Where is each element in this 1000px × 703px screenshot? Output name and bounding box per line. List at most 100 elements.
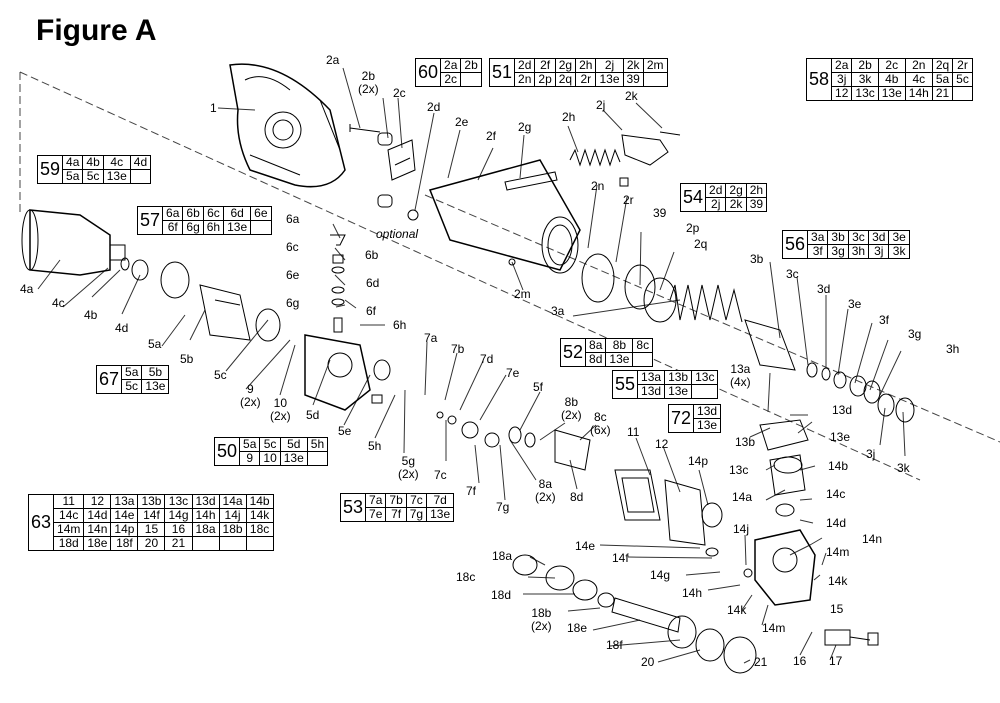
callout-number: 9 (246, 382, 254, 396)
callout-21: 21 (754, 656, 767, 669)
callout-6c: 6c (286, 241, 299, 254)
part-3-small-parts (806, 362, 915, 423)
kit-part-cell: 2g (554, 58, 577, 73)
kit-part-cell: 2r (952, 58, 973, 73)
kit-part-cell: 13e (141, 379, 170, 394)
kit-part-cell: 3j (831, 72, 853, 87)
kit-part-cell: 3e (888, 230, 910, 245)
kit-part-cell: 6e (250, 206, 272, 221)
kit-part-cell: 2c (877, 58, 906, 73)
part-2c-bracket (387, 139, 416, 181)
callout-number: 3d (817, 282, 831, 296)
part-2q-ring (643, 277, 677, 323)
kit-part-cell: 2a (831, 58, 853, 73)
callout-14p: 14p (688, 455, 708, 468)
callout-number: 3h (946, 342, 960, 356)
callout-4c: 4c (52, 297, 65, 310)
kit-part-cell: 18b (218, 522, 247, 537)
callout-4a: 4a (20, 283, 33, 296)
kit-part-cell: 6a (162, 206, 184, 221)
kit-part-cell: 18e (83, 536, 112, 551)
kit-part-cell: 3b (827, 230, 849, 245)
callout-16: 16 (793, 655, 806, 668)
kit-part-cell: 13c (691, 370, 719, 385)
kit-part-cell: 2q (554, 72, 577, 87)
kit-part-cell: 2d (514, 58, 536, 73)
kit-part-cell: 2k (622, 58, 644, 73)
callout-2b: 2b(2x) (358, 70, 379, 96)
kit-part-cell: 2d (705, 183, 727, 198)
callout-14e: 14e (575, 540, 595, 553)
callout-number: 2r (623, 193, 634, 207)
callout-number: 6c (286, 240, 299, 254)
callout-18b: 18b(2x) (531, 607, 552, 633)
callout-6h: 6h (393, 319, 406, 332)
kit-part-cell: 13b (664, 370, 693, 385)
callout-number: 2a (326, 53, 340, 67)
callout-number: 7f (466, 484, 477, 498)
callout-13c: 13c (729, 464, 748, 477)
callout-quantity: (2x) (270, 409, 291, 423)
kit-part-cell: 21 (164, 536, 193, 551)
callout-13b: 13b (735, 436, 755, 449)
kit-part-cell: 13e (426, 507, 455, 522)
callout-8a: 8a(2x) (535, 478, 556, 504)
callout-13d: 13d (832, 404, 852, 417)
callout-5f: 5f (533, 381, 543, 394)
kit-number: 55 (611, 370, 639, 399)
kit-part-cell: 5d (279, 437, 308, 452)
callout-2p: 2p (686, 222, 699, 235)
callout-number: 13e (830, 430, 851, 444)
kit-part-cell: 13e (223, 220, 252, 235)
callout-5e: 5e (338, 425, 351, 438)
callout-number: 18f (606, 638, 623, 652)
kit-part-cell: 16 (164, 522, 193, 537)
kit-part-cell: 10 (259, 451, 281, 466)
kit-part-cell: 18a (191, 522, 220, 537)
callout-number: 6b (365, 248, 379, 262)
callout-17: 17 (829, 655, 842, 668)
kit-number: 60 (414, 58, 442, 87)
kit-part-cell: 13a (637, 370, 666, 385)
kit-part-cell: 2j (595, 58, 624, 73)
callout-2j: 2j (596, 99, 605, 112)
kit-part-cell: 4a (62, 155, 84, 170)
callout-number: 4b (84, 308, 98, 322)
callout-number: 14m (826, 545, 850, 559)
callout-quantity: (2x) (240, 395, 261, 409)
callout-18d: 18d (491, 589, 511, 602)
callout-6e: 6e (286, 269, 299, 282)
kit-part-cell: 12 (83, 494, 112, 509)
part-2j-lever (621, 134, 669, 166)
kit-part-cell: 20 (137, 536, 166, 551)
callout-4d: 4d (115, 322, 128, 335)
callout-14f: 14f (612, 552, 629, 565)
kit-part-cell: 4d (129, 155, 152, 170)
kit-part-cell: 2j (705, 197, 727, 212)
callout-number: 6f (366, 304, 377, 318)
callout-9: 9(2x) (240, 383, 261, 409)
kit-part-cell (250, 220, 272, 235)
callout-number: 12 (655, 437, 669, 451)
kit-part-cell: 13e (595, 72, 624, 87)
kit-part-cell: 7f (385, 507, 407, 522)
kit-part-cell: 2p (534, 72, 556, 87)
kit-part-cell: 13d (191, 494, 220, 509)
kit-part-cell: 2c (440, 72, 462, 87)
kit-part-cell: 2a (440, 58, 462, 73)
kit-part-cell: 13e (605, 352, 634, 367)
callout-2n: 2n (591, 180, 604, 193)
callout-number: 8b (564, 395, 579, 409)
callout-14m: 14m (762, 622, 785, 635)
kit-part-cell: 6c (202, 206, 225, 221)
callout-20: 20 (641, 656, 654, 669)
callout-number: 13a (730, 362, 751, 376)
leader-lines (37, 67, 906, 664)
part-14p-bearing (701, 502, 723, 528)
kit-part-cell: 13b (137, 494, 166, 509)
callout-12: 12 (655, 438, 668, 451)
